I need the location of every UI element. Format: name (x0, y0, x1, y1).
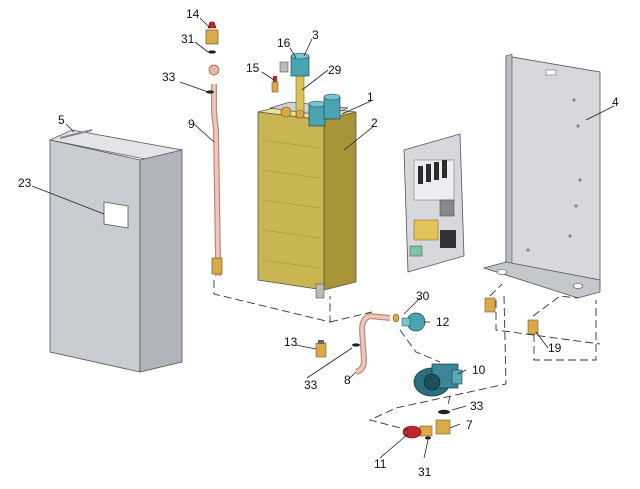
callout-19: 19 (548, 341, 562, 355)
callout-30: 30 (416, 289, 430, 303)
callout-9: 9 (188, 117, 195, 131)
callout-23: 23 (18, 176, 32, 190)
callout-12: 12 (436, 315, 450, 329)
callout-8: 8 (344, 373, 351, 387)
circulation-pump (413, 363, 463, 397)
callout-3: 3 (312, 28, 319, 42)
lower-valve-group (402, 409, 451, 440)
callout-5: 5 (58, 113, 65, 127)
drain-fitting (315, 340, 327, 358)
callout-16: 16 (277, 36, 291, 50)
callout-33-top: 33 (162, 70, 176, 84)
assembly-lines (213, 280, 601, 431)
callout-33-mid: 33 (304, 378, 318, 392)
callout-1: 1 (367, 90, 374, 104)
callout-31-top: 31 (181, 32, 195, 46)
callout-31-low: 31 (418, 465, 432, 479)
callout-33-low: 33 (470, 399, 484, 413)
heater-tank (257, 52, 357, 299)
front-cover (48, 129, 184, 373)
callout-29: 29 (328, 63, 342, 77)
callout-labels: 14 31 33 16 3 15 29 1 2 4 5 9 23 30 12 1… (18, 7, 619, 479)
callout-15: 15 (246, 61, 260, 75)
callout-11: 11 (374, 457, 387, 471)
callout-10: 10 (472, 363, 486, 377)
control-board (403, 133, 465, 273)
callout-14: 14 (186, 7, 200, 21)
callout-7: 7 (466, 418, 473, 432)
callout-2: 2 (371, 116, 378, 130)
back-plate (482, 53, 601, 299)
fittings-lower-right (484, 297, 539, 335)
callout-13: 13 (284, 335, 298, 349)
callout-4: 4 (612, 95, 619, 109)
supply-pipe (205, 21, 223, 276)
return-pipe (352, 312, 426, 375)
display-window (103, 201, 129, 229)
leader-lines (31, 17, 615, 459)
